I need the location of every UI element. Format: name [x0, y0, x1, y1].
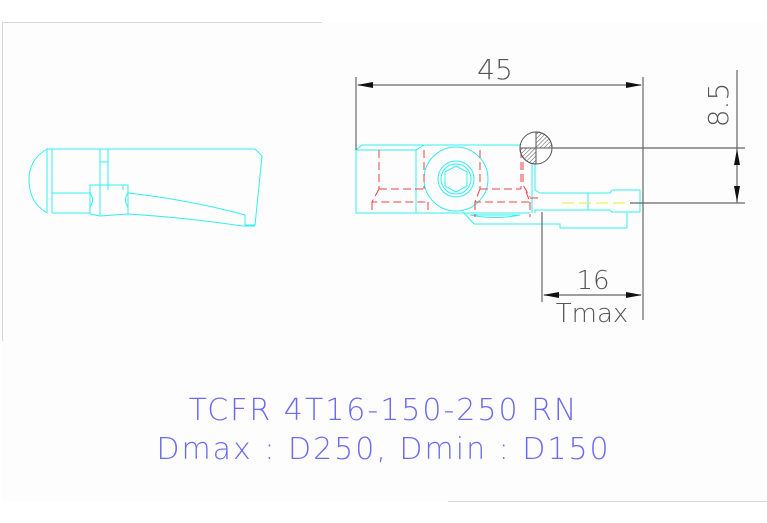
diameter-range-subtitle: Dmax : D250, Dmin : D150: [156, 432, 611, 467]
dimension-arrows: [357, 82, 740, 298]
front-view: [355, 131, 668, 229]
dim-length-label: 45: [477, 53, 513, 86]
drawing-sheet: [2, 22, 767, 501]
center-of-gravity-symbol: [519, 131, 553, 165]
frame-border-top: [2, 22, 322, 23]
part-number-title: TCFR 4T16-150-250 RN: [188, 393, 579, 428]
frame-border-bottom: [448, 501, 767, 502]
frame-border-left: [2, 22, 3, 341]
dim-height-label: 8.5: [702, 83, 735, 128]
dim-tmax-label: Tmax: [556, 299, 629, 329]
side-profile-view: [28, 148, 263, 227]
dimensions: [355, 70, 745, 320]
dim-tmax-value: 16: [576, 266, 609, 296]
